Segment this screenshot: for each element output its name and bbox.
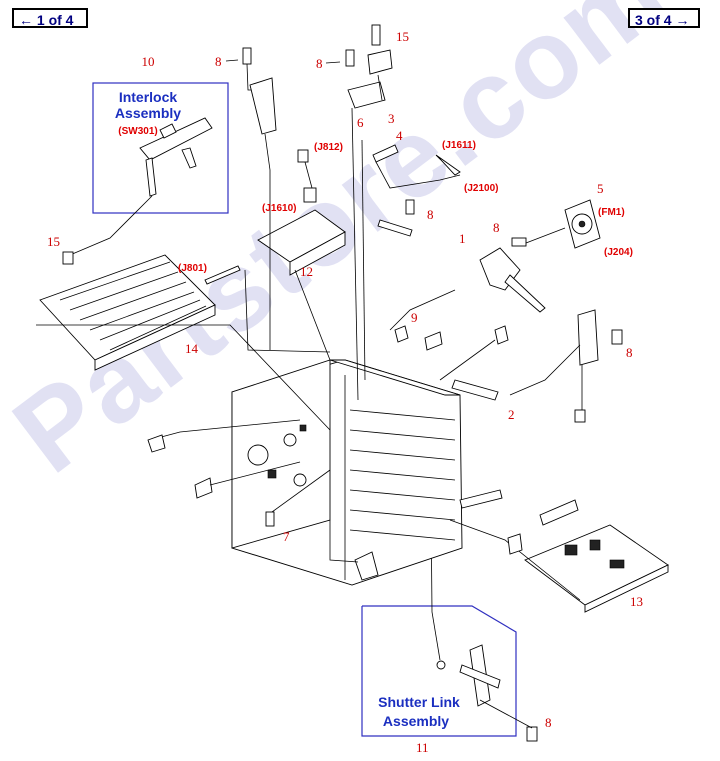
part-9[interactable] [394,325,409,343]
screw-8-e[interactable] [611,329,623,345]
interlock-part[interactable] [139,117,213,197]
callout-10: 10 [142,54,155,69]
interlock-assembly-title-2: Assembly [115,105,181,121]
callout-9: 9 [411,310,418,325]
connector-fm1: (FM1) [598,207,625,218]
small-bracket[interactable] [147,434,166,453]
connector-j801-cable [204,265,241,285]
screw-8-a[interactable] [242,47,252,65]
callout-11: 11 [416,740,429,755]
part-9-boss[interactable] [424,331,443,351]
screw-8-b[interactable] [345,49,355,67]
callout-4: 4 [396,128,403,143]
interlock-assembly-box[interactable] [92,82,229,214]
bottom-clip[interactable] [354,551,379,581]
callout-8-e: 8 [626,345,633,360]
part-2[interactable] [451,379,499,401]
screw-8-d[interactable] [405,199,415,215]
part-12-scanner[interactable] [257,149,346,276]
part-7-screw[interactable] [265,511,275,527]
callout-2: 2 [508,407,515,422]
callout-3: 3 [388,111,395,126]
interlock-bracket[interactable] [249,77,277,135]
interlock-assembly-sub: (SW301) [118,126,157,137]
prev-page-button[interactable]: ← 1 of 4 [12,8,88,28]
part-5-fan[interactable] [564,199,601,249]
callout-1: 1 [459,231,466,246]
callout-8-f: 8 [545,715,552,730]
shutter-link-assembly-box[interactable] [361,605,517,737]
screw-9[interactable] [494,325,509,345]
part-15-screw[interactable] [62,251,74,265]
main-chassis[interactable] [231,359,463,586]
part-1-duct[interactable] [479,247,546,313]
interlock-assembly-title: Interlock [119,89,178,105]
connector-j2100: (J2100) [464,183,498,194]
cable-j1611 [435,154,461,176]
part-8-plate[interactable] [377,219,413,237]
connector-j1610: (J1610) [262,203,296,214]
connector-j812: (J812) [314,142,343,153]
connector-j801: (J801) [178,263,207,274]
next-page-button[interactable]: 3 of 4 → [628,8,700,28]
screw-8-c[interactable] [511,237,527,247]
part-13-board[interactable] [524,499,669,613]
callout-8-c: 8 [427,207,434,222]
shutter-link-part[interactable] [436,644,538,742]
right-bracket[interactable] [574,309,599,423]
callout-13: 13 [630,594,643,609]
callout-14: 14 [185,341,199,356]
connector-j1611: (J1611) [442,140,476,151]
callout-6: 6 [357,115,364,130]
part-3-bracket[interactable] [347,24,393,109]
callout-15-left: 15 [47,234,60,249]
callout-8-d: 8 [493,220,500,235]
part-2b[interactable] [459,489,503,509]
part-13-clip[interactable] [507,533,523,555]
shutter-link-title-2: Assembly [383,713,449,729]
part-7-clip[interactable] [194,477,213,499]
callout-8-a: 8 [215,54,222,69]
part-14-tray[interactable] [39,254,216,371]
shutter-link-title: Shutter Link [378,694,460,710]
callout-7: 7 [283,529,290,544]
callout-12: 12 [300,264,313,279]
callout-8-b: 8 [316,56,323,71]
part-4[interactable] [372,144,399,163]
connector-j204: (J204) [604,247,633,258]
callout-5: 5 [597,181,604,196]
callout-15-top: 15 [396,29,409,44]
